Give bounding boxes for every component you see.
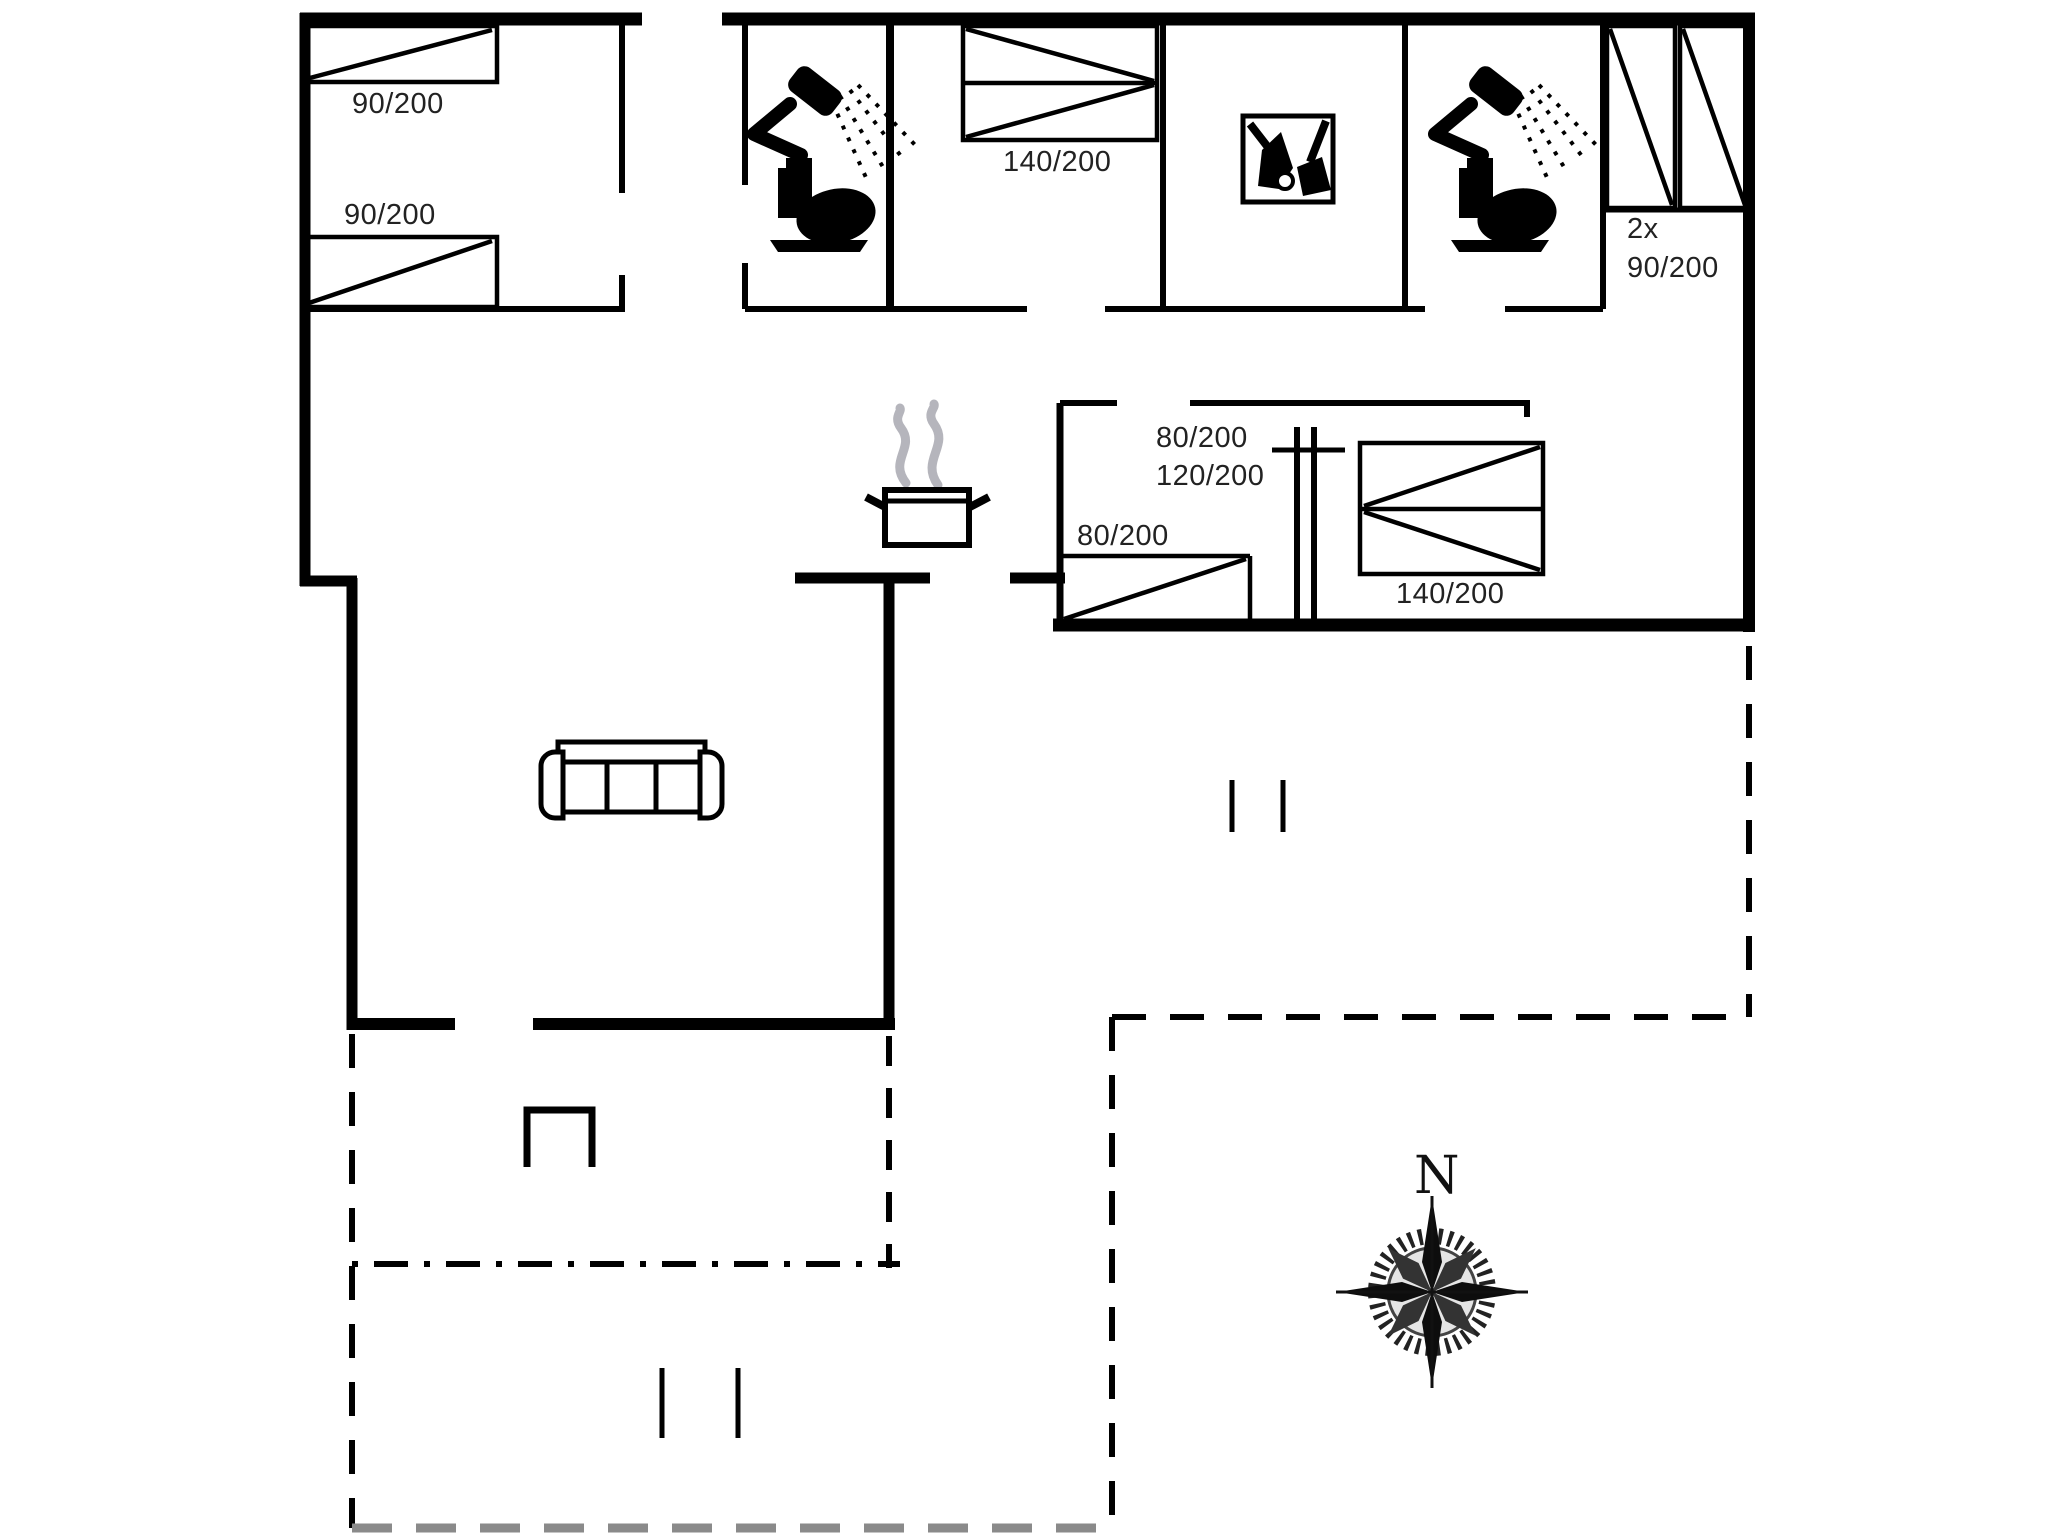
bed-single-90x200-b [300, 234, 500, 310]
beds [300, 23, 1751, 623]
bed-size-label: 80/200 [1156, 422, 1248, 454]
cleaning-equipment-icon [1240, 113, 1336, 205]
bed-size-label: 120/200 [1156, 460, 1265, 492]
opening-tick-marks [659, 780, 1286, 1438]
bed-size-label: 140/200 [1003, 146, 1112, 178]
outer-walls [299, 12, 1755, 1030]
compass-rose-icon [1336, 1196, 1528, 1388]
sofa-icon [538, 739, 725, 821]
bed-size-label: 140/200 [1396, 578, 1505, 610]
cooking-pot-icon [864, 399, 991, 548]
bed-size-label: 90/200 [352, 88, 444, 120]
compass-north-label: N [1414, 1146, 1460, 1206]
closet-beds-2x90x200 [1603, 23, 1751, 213]
bed-double-140x200-top [960, 23, 1160, 143]
bed-size-label: 90/200 [1627, 252, 1719, 284]
bathroom2-fixtures [1435, 63, 1599, 252]
terrace-outlines [349, 646, 1752, 1533]
steam-icon [893, 399, 944, 490]
bunk-bed-symbol [1272, 427, 1345, 623]
bed-size-label: 90/200 [344, 199, 436, 231]
closet-quantity-label: 2x [1627, 213, 1659, 245]
bed-size-label: 80/200 [1077, 520, 1169, 552]
bed-single-90x200-a [300, 23, 500, 85]
bed-single-80x200 [1060, 553, 1253, 622]
bed-double-140x200-right [1357, 440, 1546, 577]
terrace-grill-mark [523, 1106, 596, 1167]
